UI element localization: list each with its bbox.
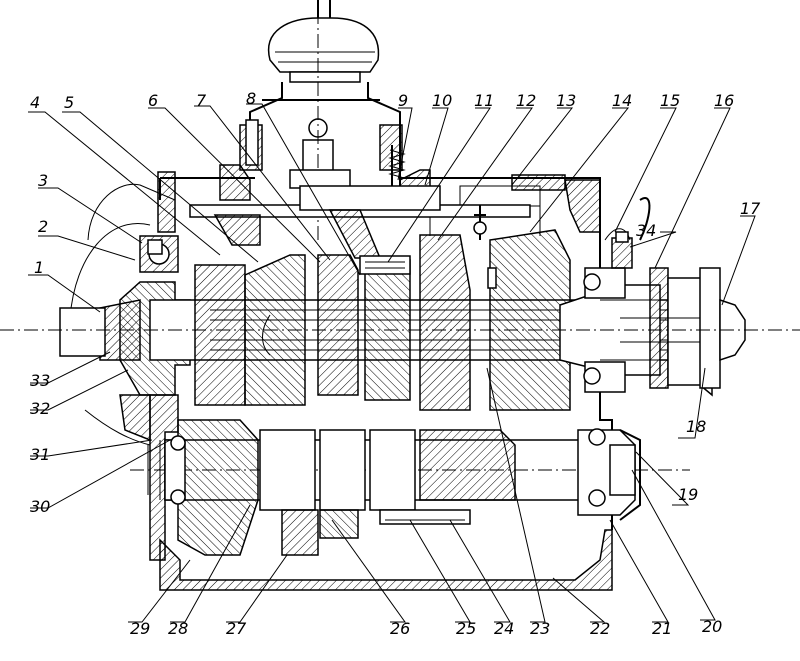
- label-17: 17: [740, 199, 761, 218]
- label-7: 7: [196, 91, 207, 110]
- label-2: 2: [38, 217, 48, 236]
- label-13: 13: [556, 91, 576, 110]
- label-23: 23: [530, 619, 550, 638]
- label-31: 31: [30, 445, 50, 464]
- leader-lines: [28, 103, 756, 623]
- label-30: 30: [30, 497, 50, 516]
- label-10: 10: [432, 91, 452, 110]
- label-33: 33: [30, 371, 50, 390]
- label-16: 16: [714, 91, 734, 110]
- counter-shaft: [130, 419, 690, 556]
- label-24: 24: [494, 619, 514, 638]
- label-15: 15: [660, 91, 680, 110]
- label-27: 27: [226, 619, 247, 638]
- label-28: 28: [168, 619, 188, 638]
- label-22: 22: [590, 619, 610, 638]
- label-11: 11: [474, 91, 494, 110]
- label-12: 12: [516, 91, 536, 110]
- label-32: 32: [30, 399, 50, 418]
- label-14: 14: [612, 91, 632, 110]
- label-1: 1: [34, 258, 44, 277]
- label-25: 25: [456, 619, 476, 638]
- label-3: 3: [38, 171, 48, 190]
- label-5: 5: [64, 93, 74, 112]
- label-4: 4: [30, 93, 40, 112]
- label-6: 6: [148, 91, 158, 110]
- label-21: 21: [652, 619, 672, 638]
- main-shaft: [0, 197, 800, 411]
- label-29: 29: [130, 619, 150, 638]
- label-8: 8: [246, 89, 256, 108]
- label-9: 9: [398, 91, 408, 110]
- label-26: 26: [390, 619, 410, 638]
- label-19: 19: [678, 485, 698, 504]
- selector-rods: [189, 185, 531, 259]
- label-20: 20: [702, 617, 722, 636]
- label-34: 34: [636, 221, 656, 240]
- callout-labels: 1 2 3 4 5 6 7 8 9 10 11 12 13 14 15 16 1…: [30, 89, 761, 638]
- label-18: 18: [686, 417, 706, 436]
